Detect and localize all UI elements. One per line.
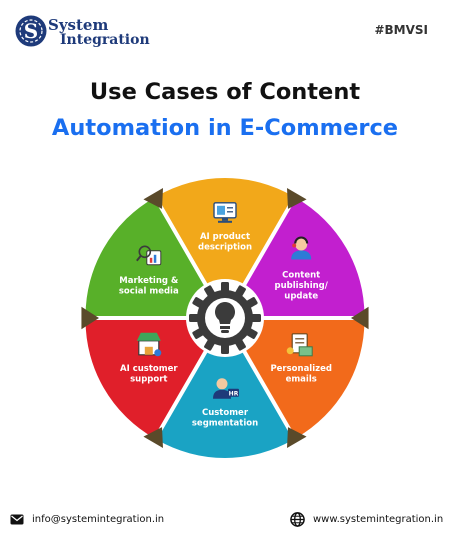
hr-person-icon: HR	[213, 378, 239, 399]
lightbulb-gear-icon	[186, 279, 264, 357]
segment-label-line: Marketing &	[119, 276, 179, 286]
email-newsletter-icon	[286, 333, 313, 357]
segment-label-line: support	[130, 374, 167, 384]
segment-label-line: update	[284, 292, 318, 302]
hashtag: #BMVSI	[374, 23, 428, 37]
svg-text:HR: HR	[229, 390, 239, 397]
wheel-segment	[157, 348, 293, 459]
arrow-chevron	[286, 427, 307, 448]
footer-website[interactable]: www.systemintegration.in	[313, 514, 444, 525]
footer-email[interactable]: info@systemintegration.in	[32, 514, 165, 525]
segment-label-line: Content	[282, 271, 320, 281]
segment-label-line: segmentation	[192, 418, 258, 428]
brand-name-line1: System	[48, 16, 109, 34]
segment-label-line: emails	[286, 374, 317, 384]
segment-label-line: Personalized	[270, 364, 332, 374]
globe-icon	[290, 512, 305, 527]
arrow-chevron	[81, 306, 99, 330]
svg-text:S: S	[24, 19, 38, 43]
wheel-segment	[85, 320, 207, 438]
segment-label-line: social media	[119, 286, 179, 296]
arrow-chevron	[143, 427, 164, 448]
arrow-chevron	[351, 306, 369, 330]
envelope-icon	[10, 514, 24, 525]
page-title-line2: Automation in E-Commerce	[51, 115, 399, 141]
wheel-segment	[243, 320, 365, 438]
arrow-chevron	[286, 188, 307, 209]
segment-label-line: AI customer	[120, 364, 178, 374]
brand-name-line2: Integration	[60, 32, 150, 48]
logo-mark-icon: S	[15, 15, 47, 47]
page-title-line1: Use Cases of Content	[89, 79, 361, 105]
arrow-chevron	[143, 188, 164, 209]
segment-label-line: AI product	[200, 232, 250, 242]
search-chart-icon	[136, 245, 162, 266]
brand-logo: S System Integration	[14, 14, 150, 50]
shop-store-icon	[136, 332, 162, 357]
segment-label-line: description	[198, 242, 252, 252]
support-agent-icon	[291, 236, 312, 260]
wheel-segment	[157, 177, 293, 288]
segment-label-line: publishing/	[275, 281, 329, 291]
computer-monitor-icon	[213, 202, 237, 223]
segment-label-line: Customer	[202, 408, 249, 418]
